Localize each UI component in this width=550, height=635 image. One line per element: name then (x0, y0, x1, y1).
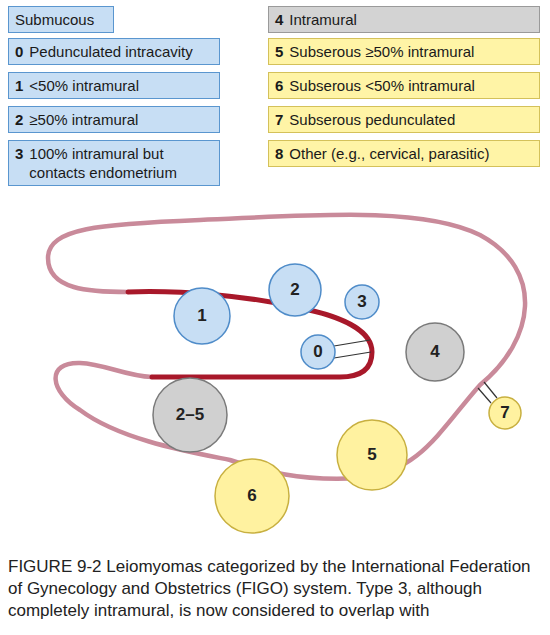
type-number: 0 (15, 42, 23, 61)
type-number: 1 (15, 76, 23, 95)
leiomyoma-circle: 2–5 (152, 377, 228, 453)
type-box: 3 100% intramural but contacts endometriu… (8, 140, 220, 186)
leiomyoma-circle: 5 (336, 419, 408, 491)
circle-outline (345, 285, 379, 319)
circle-outline (153, 378, 227, 452)
circle-outline (174, 288, 230, 344)
leiomyoma-circle: 4 (405, 322, 465, 382)
type-description: Subserous ≥50% intramural (289, 42, 533, 61)
type-number: 5 (275, 42, 283, 61)
stalk-line (334, 352, 371, 358)
category-header: Submucous (8, 6, 114, 33)
stalk-line (334, 340, 370, 346)
leiomyoma-circle: 0 (300, 334, 336, 370)
leiomyoma-circle: 6 (214, 458, 290, 534)
leiomyoma-circle: 2 (268, 263, 322, 317)
type-number: 6 (214, 458, 290, 534)
type-box: 7 Subserous pedunculated (268, 106, 540, 133)
type-box: 0 Pedunculated intracavity (8, 38, 220, 65)
circle-outline (489, 397, 521, 429)
type-number: 2–5 (152, 377, 228, 453)
type-description: <50% intramural (29, 76, 213, 95)
leiomyoma-circle: 3 (344, 284, 380, 320)
type-box: 4 Intramural (268, 6, 540, 33)
type-number: 4 (405, 322, 465, 382)
circle-outline (406, 323, 464, 381)
type-description: Submucous (15, 10, 107, 29)
type-description: Intramural (289, 10, 533, 29)
type-box: 8 Other (e.g., cervical, parasitic) (268, 140, 540, 167)
type-box: 2 ≥50% intramural (8, 106, 220, 133)
type-description: Subserous <50% intramural (289, 76, 533, 95)
type-description: 100% intramural but contacts endometrium (29, 144, 213, 182)
leiomyoma-circle: 1 (173, 287, 231, 345)
type-number: 7 (275, 110, 283, 129)
uterine-serosa-outline (48, 215, 525, 479)
stalk-line (484, 382, 497, 398)
type-number: 3 (344, 284, 380, 320)
circle-outline (269, 264, 321, 316)
type-number: 4 (275, 10, 283, 29)
type-description: ≥50% intramural (29, 110, 213, 129)
type-description: Subserous pedunculated (289, 110, 533, 129)
type-number: 7 (488, 396, 522, 430)
type-number: 5 (336, 419, 408, 491)
type-number: 6 (275, 76, 283, 95)
type-number: 1 (173, 287, 231, 345)
leiomyoma-circle: 7 (488, 396, 522, 430)
type-box: 6 Subserous <50% intramural (268, 72, 540, 99)
figure-caption: FIGURE 9-2 Leiomyomas categorized by the… (8, 556, 544, 622)
type-description: Other (e.g., cervical, parasitic) (289, 144, 533, 163)
type-box: 5 Subserous ≥50% intramural (268, 38, 540, 65)
type-number: 0 (300, 334, 336, 370)
type-number: 2 (15, 110, 23, 129)
type-number: 3 (15, 144, 23, 163)
endometrium-line (128, 292, 372, 377)
type-number: 8 (275, 144, 283, 163)
circle-outline (337, 420, 407, 490)
type-number: 2 (268, 263, 322, 317)
circle-outline (215, 459, 289, 533)
type-description: Pedunculated intracavity (29, 42, 213, 61)
stalk-line (478, 388, 491, 403)
type-box: 1 <50% intramural (8, 72, 220, 99)
circle-outline (301, 335, 335, 369)
